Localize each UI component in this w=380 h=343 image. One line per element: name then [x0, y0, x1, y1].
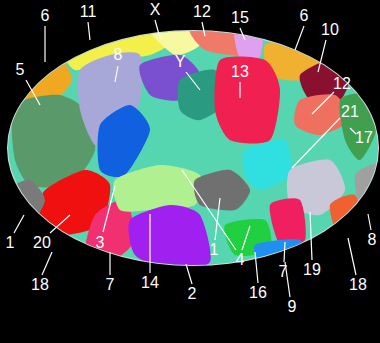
callout-number: 12: [193, 4, 211, 20]
callout-number: 18: [31, 277, 49, 293]
leader-line: [312, 92, 334, 114]
callout-number: 19: [303, 262, 321, 278]
muscle-regions: [7, 27, 380, 270]
muscle-region: [339, 94, 376, 161]
muscle-region: [330, 195, 363, 241]
muscle-region: [214, 56, 280, 143]
muscle-region: [194, 170, 250, 211]
callout-number: 14: [141, 275, 159, 291]
leader-line: [155, 20, 160, 38]
callout-number: 8: [114, 47, 123, 63]
leader-line: [239, 82, 240, 98]
callout-number: 21: [341, 104, 359, 120]
leader-line: [368, 214, 371, 230]
callout-number: 20: [33, 235, 51, 251]
leader-line: [310, 212, 312, 260]
callout-number: 7: [106, 277, 115, 293]
callout-number: 6: [300, 8, 309, 24]
callout-number: 11: [80, 4, 97, 20]
callout-number: 9: [288, 299, 297, 315]
callout-number: 5: [16, 62, 25, 78]
leader-line: [14, 215, 24, 233]
leader-line: [202, 22, 205, 36]
leader-line: [88, 22, 90, 40]
muscle-region: [7, 180, 45, 225]
callout-number: Y: [175, 54, 186, 70]
muscle-region: [355, 164, 380, 217]
callout-number: 17: [355, 130, 373, 146]
leader-line: [292, 118, 340, 168]
callout-number: 1: [6, 235, 15, 251]
callout-number: 3: [96, 235, 105, 251]
leader-line: [115, 66, 118, 82]
callout-number: 1: [210, 242, 219, 258]
leader-line: [103, 186, 115, 232]
muscle-region: [128, 205, 210, 270]
callout-number: 8: [368, 232, 377, 248]
leader-line: [42, 252, 52, 275]
leader-line: [186, 264, 192, 284]
callout-number: 12: [333, 76, 351, 92]
callout-number: 13: [231, 64, 249, 80]
muscle-region: [242, 139, 291, 190]
callout-number: 18: [349, 277, 367, 293]
leader-line: [44, 26, 45, 62]
leader-line: [284, 242, 285, 262]
muscle-region: [113, 165, 202, 212]
callout-number: X: [150, 2, 161, 18]
leader-line: [26, 80, 40, 105]
muscle-region: [98, 105, 150, 177]
leader-line: [350, 128, 356, 134]
callout-number: 6: [41, 8, 50, 24]
leader-lines: [14, 20, 371, 297]
callout-number: 15: [231, 10, 249, 26]
leader-line: [318, 40, 326, 72]
callout-number: 7: [279, 264, 288, 280]
callout-number: 4: [236, 252, 245, 268]
leader-line: [295, 26, 304, 50]
leader-line: [182, 170, 236, 250]
leader-line: [186, 72, 200, 90]
leader-line: [240, 28, 245, 40]
muscle-region: [30, 225, 80, 263]
callout-number: 2: [188, 286, 197, 302]
leader-line: [109, 252, 110, 275]
callout-number: 16: [249, 285, 267, 301]
leader-line: [149, 214, 150, 273]
leader-line: [255, 252, 258, 283]
leader-line: [50, 215, 70, 233]
callout-number: 10: [321, 22, 339, 38]
leader-line: [348, 238, 356, 275]
leader-line: [242, 226, 250, 250]
